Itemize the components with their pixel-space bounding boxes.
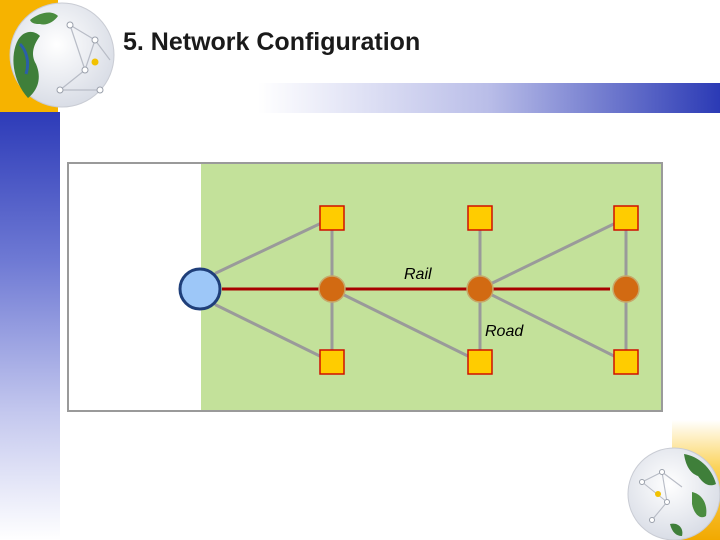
rail-station-node: [466, 275, 494, 303]
origin-node: [178, 267, 222, 311]
service-area: [201, 164, 661, 410]
road-link: [330, 287, 482, 364]
globe-network-icon: [9, 2, 115, 108]
rail-station-node: [612, 275, 640, 303]
terminal-node: [613, 205, 639, 231]
road-link: [214, 303, 334, 364]
left-gradient-strip: [0, 112, 60, 540]
terminal-node: [319, 349, 345, 375]
globe-network-icon: [627, 447, 720, 540]
road-link: [478, 216, 628, 291]
terminal-node: [467, 205, 493, 231]
terminal-node: [467, 349, 493, 375]
rail-label: Rail: [404, 266, 432, 283]
terminal-node: [319, 205, 345, 231]
header-gradient-band: [60, 83, 720, 113]
road-link: [478, 287, 628, 364]
road-link: [214, 216, 334, 275]
terminal-node: [613, 349, 639, 375]
road-label: Road: [485, 323, 524, 340]
rail-station-node: [318, 275, 346, 303]
slide-title: 5. Network Configuration: [123, 28, 421, 56]
